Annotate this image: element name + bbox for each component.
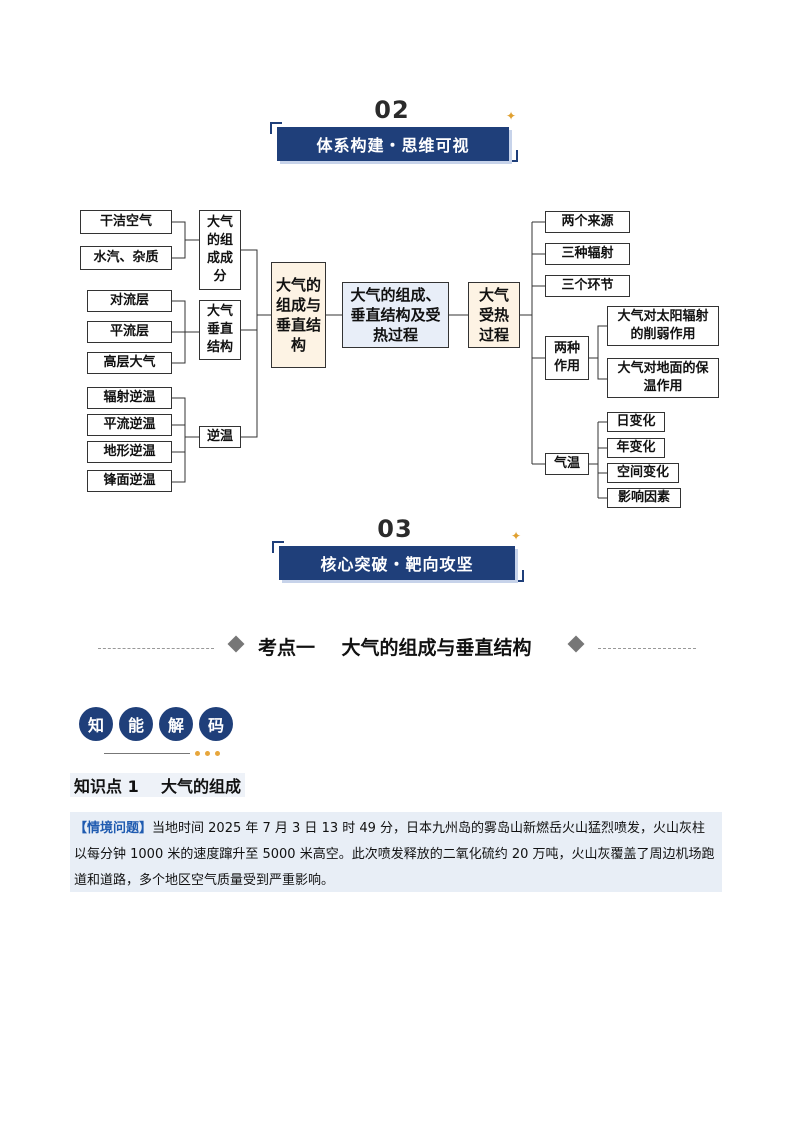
mindmap-node: 平流逆温 [87,414,172,436]
section-banner: 核心突破・靶向攻坚 [279,546,515,580]
mindmap-node: 平流层 [87,321,172,343]
kaodian-title: 考点一 大气的组成与垂直结构 [258,637,532,659]
mindmap-node: 空间变化 [607,463,679,483]
mindmap-center-node: 大气的组成、垂直结构及受热过程 [342,282,449,348]
banner-corner [270,122,282,134]
section-title: 体系构建・思维可视 [316,136,470,155]
sparkle-icon: ✦ [506,109,517,123]
mindmap-node: 干洁空气 [80,210,172,234]
mindmap-node: 三种辐射 [545,243,630,265]
situation-tag: 【情境问题】 [74,821,153,836]
mindmap-node: 水汽、杂质 [80,246,172,270]
zhineng-badge: 码 [199,707,233,741]
mindmap-node: 大气对太阳辐射的削弱作用 [607,306,719,346]
underline [104,753,190,754]
mindmap-node: 影响因素 [607,488,681,508]
mindmap-node: 两种作用 [545,336,589,380]
mindmap-node: 对流层 [87,290,172,312]
mindmap-node: 辐射逆温 [87,387,172,409]
dot-icon [205,751,210,756]
mindmap-node: 大气垂直结构 [199,300,241,360]
mindmap-node: 两个来源 [545,211,630,233]
banner-corner [506,150,518,162]
divider-line [598,648,696,649]
mindmap-main-node: 大气受热过程 [468,282,520,348]
mindmap-node: 高层大气 [87,352,172,374]
mindmap-node: 锋面逆温 [87,470,172,492]
mindmap-node: 日变化 [607,412,665,432]
divider-line [98,648,214,649]
mindmap-node: 大气对地面的保温作用 [607,358,719,398]
section-number: 02 [374,96,410,124]
banner-corner [512,570,524,582]
dot-icon [215,751,220,756]
mindmap-node: 逆温 [199,426,241,448]
zhineng-badge: 知 [79,707,113,741]
zhineng-badge: 能 [119,707,153,741]
situation-text: 当地时间 2025 年 7 月 3 日 13 时 49 分，日本九州岛的雾岛山新… [74,821,715,888]
banner-corner [272,541,284,553]
section-number: 03 [377,515,413,543]
mindmap-node: 气温 [545,453,589,475]
section-title: 核心突破・靶向攻坚 [320,555,474,574]
situation-box: 【情境问题】当地时间 2025 年 7 月 3 日 13 时 49 分，日本九州… [70,812,722,892]
sparkle-icon: ✦ [511,529,522,543]
mindmap-node: 地形逆温 [87,441,172,463]
section-banner: 体系构建・思维可视 [277,127,509,161]
dot-icon [195,751,200,756]
mindmap-node: 大气的组成成分 [199,210,241,290]
zhineng-badge: 解 [159,707,193,741]
knowledge-point-title: 知识点 1 大气的组成 [70,773,245,797]
mindmap-node: 年变化 [607,438,665,458]
mindmap-main-node: 大气的组成与垂直结构 [271,262,326,368]
mindmap-node: 三个环节 [545,275,630,297]
